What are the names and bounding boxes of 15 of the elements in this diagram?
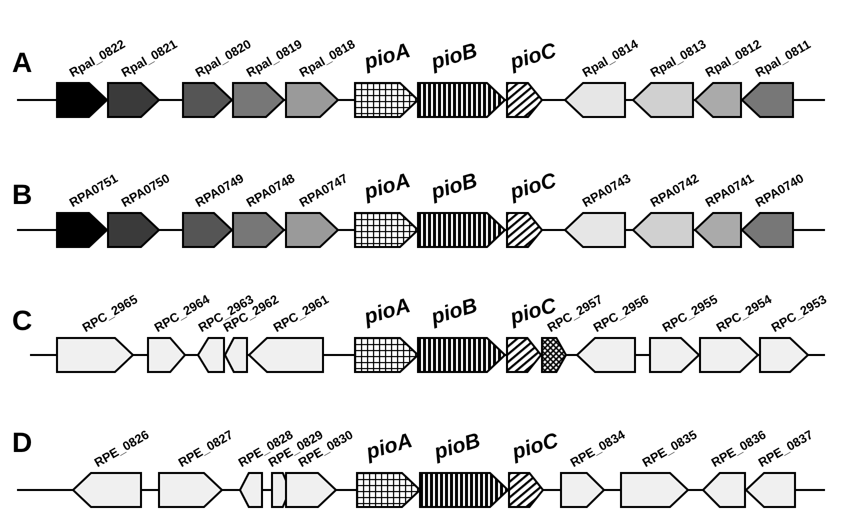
panel-letter: B: [12, 180, 32, 210]
gene-label: pioB: [432, 430, 482, 464]
gene-label: pioC: [508, 40, 559, 74]
gene-label: pioC: [508, 170, 559, 204]
gene-label: pioA: [364, 430, 414, 464]
gene-label: pioB: [429, 40, 480, 74]
panel-letter: A: [12, 48, 32, 78]
panel-letter: D: [12, 428, 32, 458]
panel-letter: C: [12, 306, 32, 336]
gene-label: pioA: [362, 40, 412, 74]
gene-label: pioA: [362, 170, 412, 204]
gene-label: pioA: [362, 295, 412, 329]
gene-label: pioB: [429, 295, 480, 329]
gene-label: pioC: [510, 430, 561, 464]
gene-label: pioB: [429, 170, 480, 204]
